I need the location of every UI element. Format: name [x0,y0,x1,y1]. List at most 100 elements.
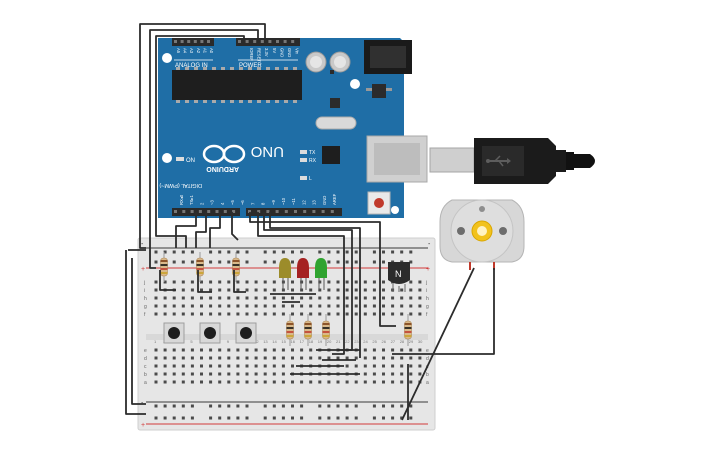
breadboard-hole[interactable] [372,356,376,360]
led-green[interactable] [315,258,327,290]
breadboard-hole[interactable] [218,280,222,284]
breadboard-hole[interactable] [172,304,176,308]
breadboard-hole[interactable] [272,364,276,368]
resistor[interactable] [404,314,412,346]
pushbutton-3[interactable] [235,322,257,344]
breadboard-hole[interactable] [300,288,304,292]
usb-cable[interactable] [429,138,595,184]
breadboard-hole[interactable] [254,288,258,292]
breadboard-hole[interactable] [200,312,203,316]
breadboard-hole[interactable] [382,356,385,360]
breadboard-hole[interactable] [291,348,294,352]
rail-hole[interactable] [345,404,349,408]
breadboard-hole[interactable] [327,380,331,384]
breadboard-hole[interactable] [363,296,367,300]
rail-hole[interactable] [181,416,185,420]
breadboard-hole[interactable] [154,364,158,368]
rail-hole[interactable] [291,260,294,264]
breadboard-hole[interactable] [218,348,222,352]
breadboard-hole[interactable] [181,364,185,368]
breadboard-hole[interactable] [236,364,240,368]
breadboard-hole[interactable] [318,280,322,284]
breadboard-hole[interactable] [382,304,385,308]
breadboard-hole[interactable] [345,288,349,292]
breadboard-hole[interactable] [263,356,267,360]
breadboard-hole[interactable] [181,304,185,308]
breadboard-hole[interactable] [281,364,285,368]
breadboard-hole[interactable] [418,372,422,376]
rail-hole[interactable] [218,416,222,420]
breadboard-hole[interactable] [245,380,249,384]
breadboard-hole[interactable] [327,312,331,316]
breadboard-hole[interactable] [227,372,231,376]
breadboard-hole[interactable] [336,296,340,300]
pushbutton-1[interactable] [163,322,185,344]
rail-hole[interactable] [345,250,349,254]
breadboard-hole[interactable] [309,296,313,300]
breadboard-hole[interactable] [291,356,294,360]
breadboard-hole[interactable] [372,380,376,384]
breadboard-hole[interactable] [227,288,231,292]
rail-hole[interactable] [227,260,231,264]
breadboard-hole[interactable] [418,348,422,352]
breadboard-hole[interactable] [254,304,258,308]
breadboard-hole[interactable] [363,380,367,384]
rail-hole[interactable] [336,260,340,264]
breadboard-hole[interactable] [254,348,258,352]
breadboard-hole[interactable] [409,304,413,308]
rail-hole[interactable] [300,404,304,408]
breadboard-hole[interactable] [391,296,395,300]
breadboard-hole[interactable] [336,312,340,316]
breadboard-hole[interactable] [236,304,240,308]
wire[interactable] [131,258,146,405]
breadboard-hole[interactable] [254,372,258,376]
breadboard-hole[interactable] [291,288,294,292]
wire[interactable] [269,212,361,358]
breadboard-hole[interactable] [236,296,240,300]
breadboard-hole[interactable] [263,288,267,292]
rail-hole[interactable] [409,404,413,408]
breadboard-hole[interactable] [382,348,385,352]
breadboard-hole[interactable] [154,356,158,360]
breadboard-hole[interactable] [372,304,376,308]
led-yellow[interactable] [279,258,291,290]
rail-hole[interactable] [345,416,349,420]
breadboard-hole[interactable] [209,296,213,300]
rail-hole[interactable] [209,416,213,420]
breadboard-hole[interactable] [391,372,395,376]
rail-hole[interactable] [281,404,285,408]
breadboard-hole[interactable] [190,380,194,384]
rail-hole[interactable] [300,250,304,254]
breadboard-hole[interactable] [190,304,194,308]
breadboard-hole[interactable] [209,312,213,316]
breadboard-hole[interactable] [254,312,258,316]
rail-hole[interactable] [327,250,331,254]
breadboard-hole[interactable] [254,380,258,384]
breadboard-hole[interactable] [281,356,285,360]
rail-hole[interactable] [236,250,240,254]
breadboard-hole[interactable] [236,380,240,384]
rail-hole[interactable] [272,404,276,408]
breadboard-hole[interactable] [300,304,304,308]
breadboard-hole[interactable] [336,356,340,360]
breadboard-hole[interactable] [318,356,322,360]
breadboard-hole[interactable] [245,364,249,368]
breadboard-hole[interactable] [227,364,231,368]
breadboard-hole[interactable] [418,364,422,368]
rail-hole[interactable] [281,250,285,254]
breadboard-hole[interactable] [409,364,413,368]
breadboard-hole[interactable] [345,296,349,300]
breadboard-hole[interactable] [154,380,158,384]
rail-hole[interactable] [272,250,276,254]
rail-hole[interactable] [336,250,340,254]
resistor[interactable] [286,314,294,346]
transistor[interactable]: N [388,262,410,292]
breadboard-hole[interactable] [363,364,367,368]
breadboard-hole[interactable] [354,280,358,284]
breadboard-hole[interactable] [172,372,176,376]
breadboard-hole[interactable] [281,348,285,352]
breadboard-hole[interactable] [200,372,203,376]
rail-hole[interactable] [327,416,331,420]
rail-hole[interactable] [409,250,413,254]
breadboard-hole[interactable] [200,288,203,292]
